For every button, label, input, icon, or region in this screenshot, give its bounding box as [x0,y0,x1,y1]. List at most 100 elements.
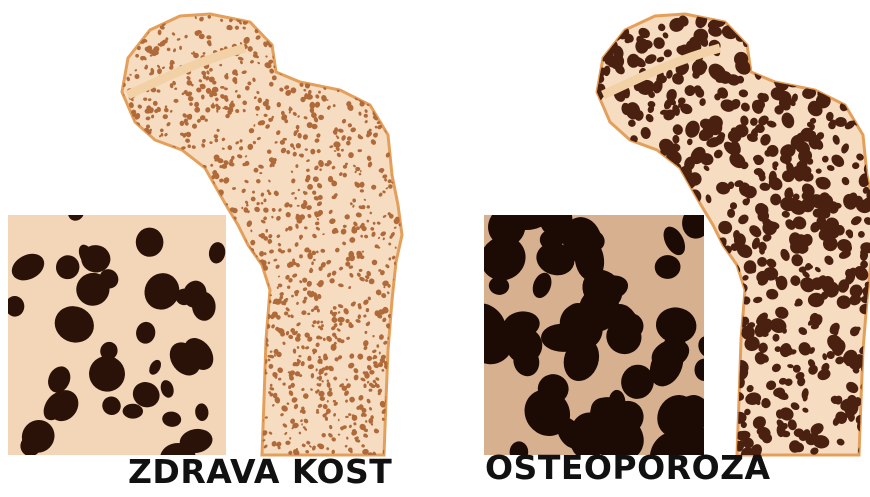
healthy-pore [337,30,342,35]
healthy-pore [242,366,249,373]
healthy-pore [382,33,388,38]
healthy-pore [230,410,234,413]
healthy-pore [178,165,185,173]
healthy-pore [248,373,253,377]
healthy-pore [258,347,263,353]
healthy-pore [391,364,397,370]
healthy-pore [226,403,234,412]
healthy-pore [327,50,334,57]
healthy-pore [399,70,402,73]
osteoporosis-pore [822,30,829,35]
healthy-pore [248,392,253,397]
healthy-pore [367,74,374,80]
healthy-pore [390,138,394,142]
healthy-pore [255,322,259,326]
healthy-pore [291,40,297,46]
healthy-pore [229,231,232,233]
healthy-pore [340,24,343,27]
osteoporosis-pore [774,48,784,58]
healthy-pore [237,259,243,265]
healthy-pore [347,27,355,34]
healthy-pore [202,201,207,205]
healthy-pore [247,341,252,345]
healthy-pore [300,58,304,63]
osteoporosis-pore [843,61,856,74]
osteoporosis-pore [608,10,626,26]
healthy-pore [227,219,230,223]
healthy-pore [396,60,402,66]
osteoporosis-pore [715,320,729,334]
osteoporosis-pore [722,297,730,305]
osteoporosis-pore [841,15,849,22]
osteoporosis-pore [860,62,870,86]
osteoporosis-pore [783,58,800,73]
healthy-pore [128,208,134,214]
osteoporosis-pore [726,285,738,296]
healthy-pore [310,58,315,64]
healthy-pore [160,184,164,188]
osteoporosis-pore [607,25,615,34]
osteoporosis-pore [715,331,734,349]
osteoporosis-pore [864,119,870,131]
healthy-pore [392,366,397,370]
healthy-pore [402,313,407,319]
healthy-pore [260,333,262,336]
healthy-pore [168,194,171,198]
healthy-pore [257,13,261,17]
osteoporosis-pore [864,87,870,98]
healthy-pore [364,53,370,58]
healthy-pore [143,198,151,206]
healthy-pore [230,257,233,260]
osteoporosis-pore [728,274,735,281]
osteoporosis-pore [748,11,761,25]
healthy-pore [331,51,336,55]
healthy-pore [345,39,347,42]
healthy-pore [361,84,366,89]
healthy-pore [158,192,163,199]
healthy-pore [287,64,291,68]
healthy-pore [133,158,137,162]
healthy-pore [273,15,277,18]
healthy-pore [400,278,405,283]
healthy-pore [236,302,242,308]
healthy-pore [260,16,265,22]
healthy-pore [366,78,371,81]
healthy-pore [285,67,289,71]
healthy-pore [251,312,257,318]
healthy-pore [390,409,396,415]
healthy-pore [230,379,234,383]
healthy-pore [381,105,385,109]
osteoporosis-pore [599,200,610,210]
healthy-bone-closeup-inset [5,202,227,473]
osteoporosis-pore [851,71,862,82]
healthy-pore [184,170,188,173]
healthy-pore [389,414,394,417]
healthy-pore [390,398,398,406]
healthy-pore [328,42,333,48]
osteoporosis-pore [744,16,757,28]
healthy-pore [378,72,382,76]
osteoporosis-pore [724,385,738,399]
healthy-pore [169,170,174,175]
osteoporosis-pore [719,417,735,435]
healthy-pore [120,109,126,116]
healthy-pore [325,48,329,53]
healthy-pore [390,109,393,111]
healthy-pore [140,178,144,182]
healthy-pore [250,319,255,324]
healthy-pore [352,20,360,28]
healthy-pore [353,31,358,36]
osteoporosis-pore [678,197,697,212]
osteoporosis-pore [609,187,620,197]
osteoporosis-pore [780,12,791,27]
healthy-pore [376,55,381,60]
healthy-pore [351,50,356,56]
healthy-pore [396,322,402,327]
healthy-pore [401,243,409,251]
healthy-pore [144,176,147,179]
healthy-pore [337,54,345,62]
healthy-pore [274,26,281,33]
healthy-pore [163,197,168,203]
osteoporosis-pore [838,84,847,93]
